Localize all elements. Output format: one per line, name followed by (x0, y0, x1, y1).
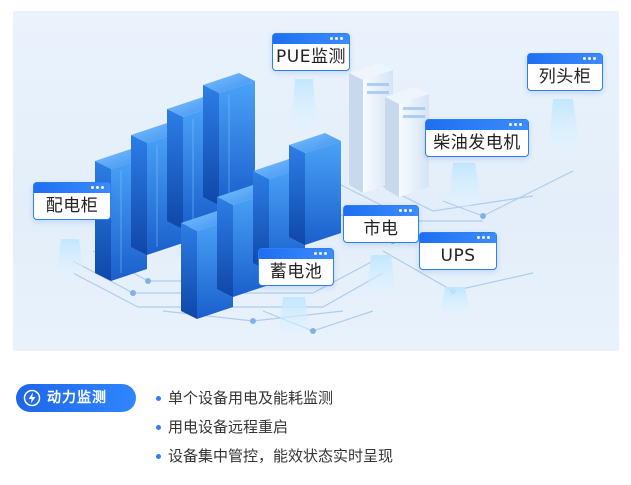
pue-monitor-label: PUE监测 (276, 47, 346, 67)
feature-text: 设备集中管控，能效状态实时呈现 (168, 447, 394, 465)
battery-label: 蓄电池 (269, 262, 323, 282)
bullet-icon (156, 396, 161, 401)
data-center-illustration (57, 63, 579, 337)
feature-item: 用电设备远程重启 (154, 415, 393, 444)
window-dots-icon (328, 37, 344, 41)
feature-text: 用电设备远程重启 (168, 418, 289, 436)
feature-item: 单个设备用电及能耗监测 (154, 386, 393, 415)
power-monitoring-badge: 动力监测 (16, 384, 136, 412)
window-dots-icon (89, 186, 105, 190)
distribution-cabinet-card[interactable]: 配电柜 (33, 182, 111, 220)
window-dots-icon (312, 252, 328, 256)
feature-item: 设备集中管控，能效状态实时呈现 (154, 444, 393, 473)
pue-monitor-card[interactable]: PUE监测 (272, 33, 350, 71)
window-dots-icon (397, 209, 413, 213)
hero-illustration: PUE监测 列头柜 柴油发电机 配电柜 市电 UPS 蓄电池 (13, 11, 619, 351)
column-cabinet-label: 列头柜 (538, 67, 592, 87)
ups-label: UPS (440, 246, 476, 266)
ups-card[interactable]: UPS (419, 232, 497, 270)
column-cabinet-card[interactable]: 列头柜 (527, 53, 603, 91)
diesel-generator-label: 柴油发电机 (433, 133, 521, 153)
distribution-cabinet-label: 配电柜 (45, 196, 99, 216)
window-dots-icon (581, 57, 597, 61)
bullet-icon (156, 454, 161, 459)
diesel-generator-card[interactable]: 柴油发电机 (425, 119, 529, 157)
mains-power-card[interactable]: 市电 (343, 205, 419, 243)
feature-list: 单个设备用电及能耗监测 用电设备远程重启 设备集中管控，能效状态实时呈现 (154, 386, 393, 473)
bullet-icon (156, 425, 161, 430)
power-monitoring-title: 动力监测 (47, 390, 107, 406)
battery-card[interactable]: 蓄电池 (258, 248, 334, 286)
window-dots-icon (507, 123, 523, 127)
window-dots-icon (475, 236, 491, 240)
mains-power-label: 市电 (363, 219, 399, 239)
lightning-icon (23, 389, 41, 407)
feature-text: 单个设备用电及能耗监测 (168, 389, 334, 407)
